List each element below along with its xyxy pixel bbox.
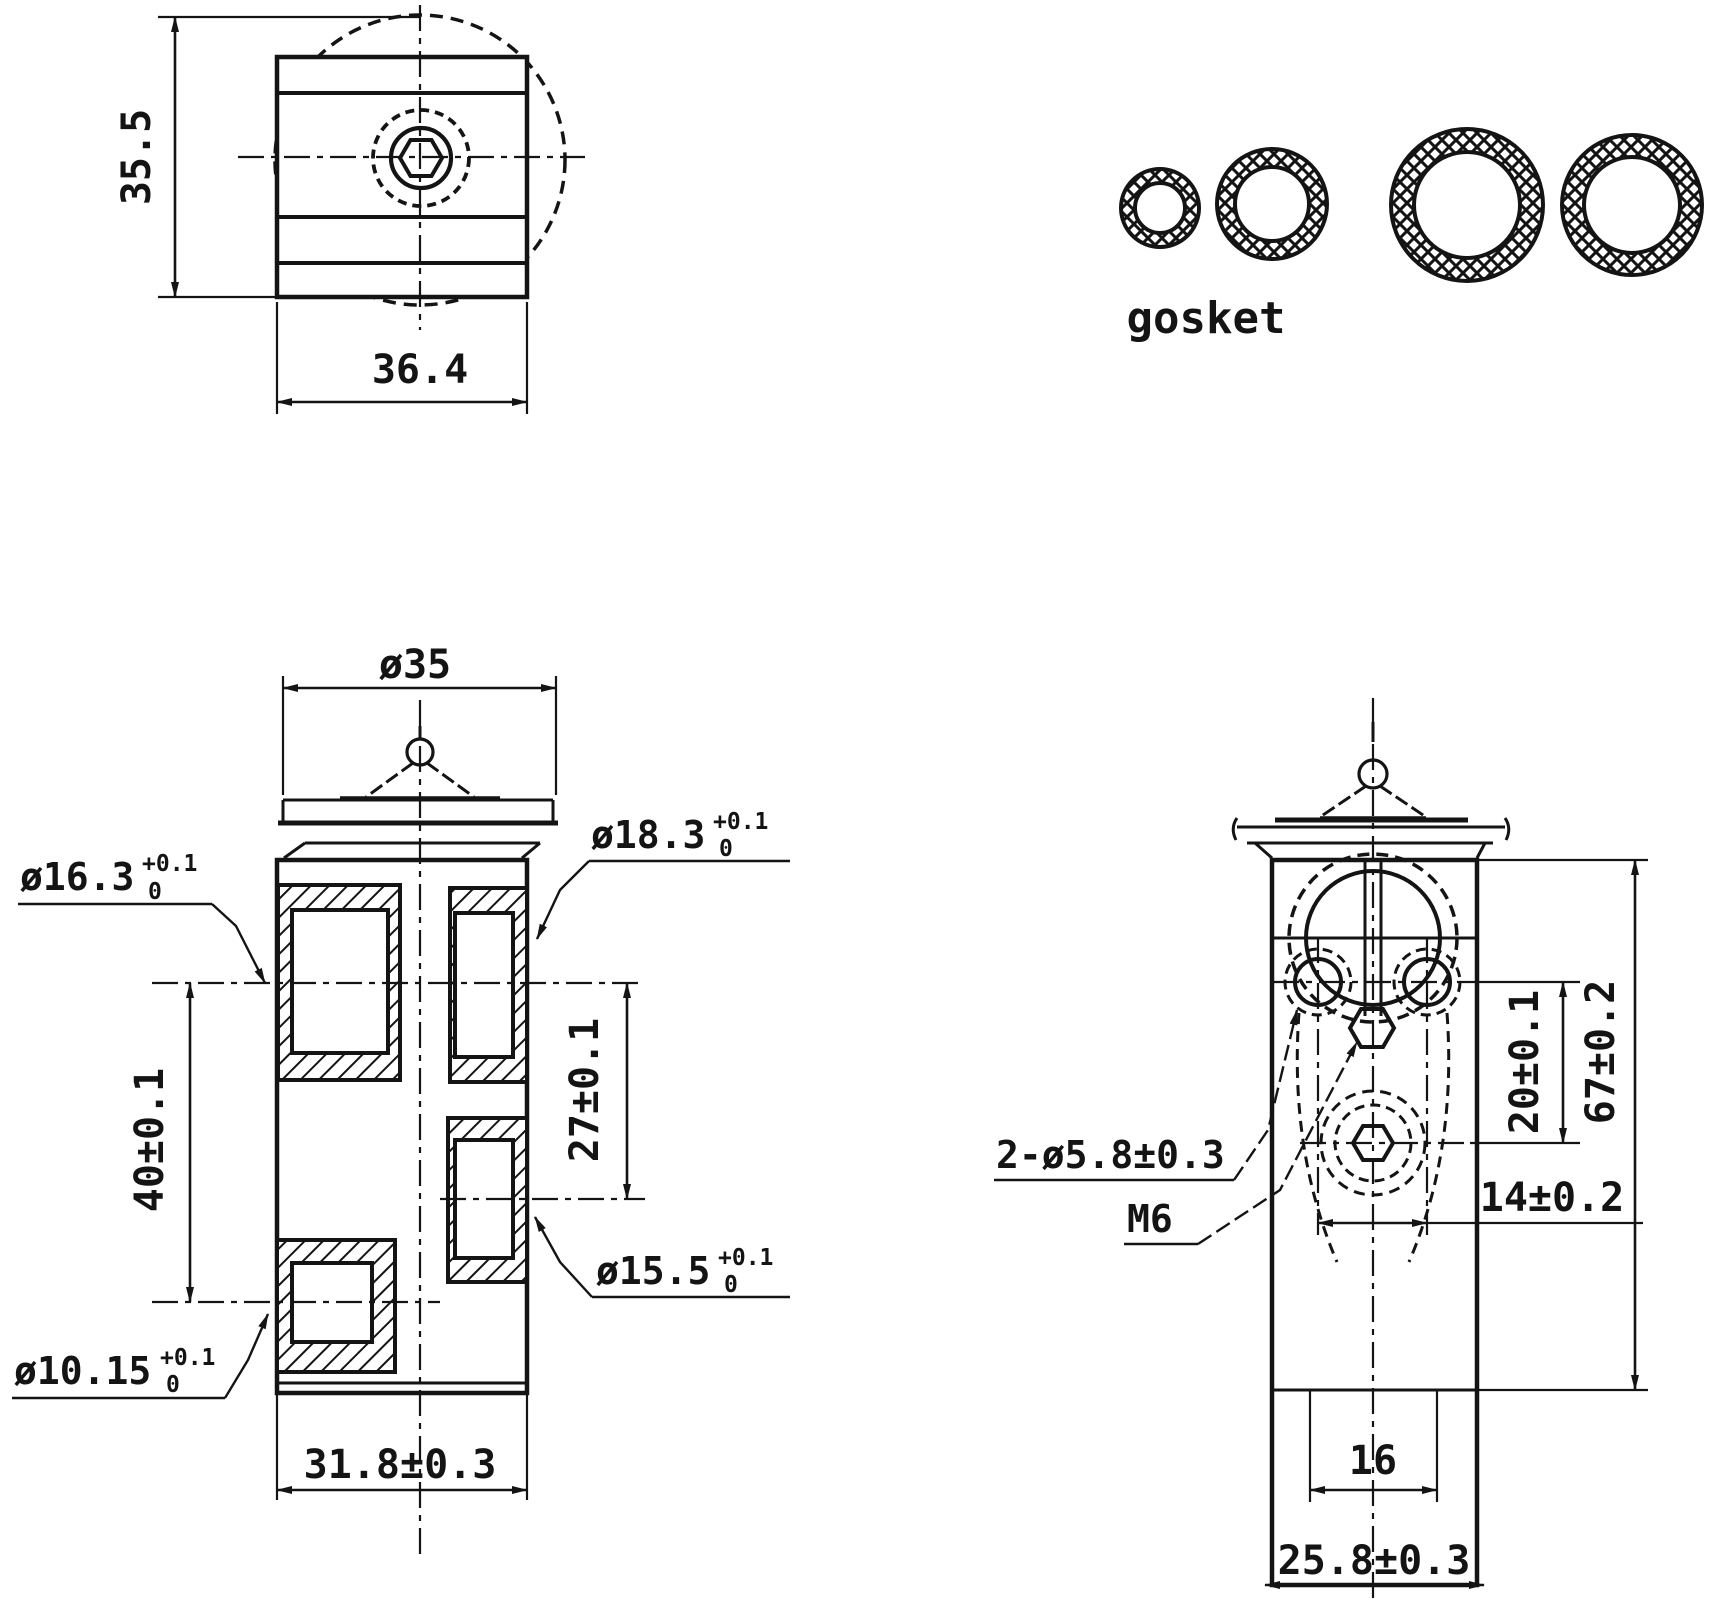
callout-d155-main: ø15.5 xyxy=(596,1249,710,1293)
dim-67-text: 67±0.2 xyxy=(1578,980,1624,1125)
callout-d183-main: ø18.3 xyxy=(591,813,705,857)
dim-35-5-text: 35.5 xyxy=(114,109,160,205)
callout-d1015-plus: +0.1 xyxy=(160,1345,215,1371)
callout-d155: ø15.5 +0.1 0 xyxy=(596,1245,773,1298)
callout-d1015-minus: 0 xyxy=(166,1372,180,1398)
dim-31-8-text: 31.8±0.3 xyxy=(304,1442,497,1488)
dim-16-text: 16 xyxy=(1349,1438,1397,1484)
dim-27-text: 27±0.1 xyxy=(562,1018,608,1163)
top-body-outline xyxy=(274,54,530,300)
dim-35-5-label: 35.5 xyxy=(114,109,160,205)
dim-14-text: 14±0.2 xyxy=(1480,1175,1625,1221)
callout-d155-minus: 0 xyxy=(724,1272,738,1298)
flange-lip-bevel xyxy=(1254,841,1487,860)
callout-d183-plus: +0.1 xyxy=(713,809,768,835)
dim-20-text: 20±0.1 xyxy=(1502,990,1548,1135)
dim-40-text: 40±0.1 xyxy=(127,1068,173,1213)
callout-holes-text: 2-ø5.8±0.3 xyxy=(996,1133,1225,1177)
port-lower-left xyxy=(275,1238,397,1374)
gasket-label: gosket xyxy=(1127,293,1286,344)
leader-d183 xyxy=(535,860,590,940)
callout-m6-text: M6 xyxy=(1127,1197,1173,1241)
front-view xyxy=(12,676,790,1556)
dim-35-5 xyxy=(158,15,420,299)
dim-27-label: 27±0.1 xyxy=(562,1018,608,1163)
dim-20 xyxy=(1470,980,1580,1145)
port-upper-right xyxy=(448,886,529,1084)
flange-curl xyxy=(1231,817,1511,841)
dim-20-label: 20±0.1 xyxy=(1502,990,1548,1135)
dim-31-8 xyxy=(275,1393,529,1500)
callout-d163-plus: +0.1 xyxy=(142,851,197,877)
dim-d35 xyxy=(281,676,558,795)
dim-25-8-text: 25.8±0.3 xyxy=(1278,1538,1471,1584)
callout-d183: ø18.3 +0.1 0 xyxy=(591,809,768,862)
callout-d155-plus: +0.1 xyxy=(718,1245,773,1271)
funnel-hidden-right xyxy=(1407,1012,1451,1263)
dim-36-4-text: 36.4 xyxy=(372,347,468,393)
callout-d1015-main: ø10.15 xyxy=(14,1349,151,1393)
callout-d1015: ø10.15 +0.1 0 xyxy=(14,1345,215,1398)
callout-d163-minus: 0 xyxy=(148,879,162,905)
leader-holes xyxy=(1233,1009,1299,1181)
dim-40-label: 40±0.1 xyxy=(127,1068,173,1213)
callout-d183-minus: 0 xyxy=(719,836,733,862)
flange-lip-bevel xyxy=(283,841,541,860)
m6-hex xyxy=(1347,1007,1397,1049)
leader-d1015 xyxy=(223,1313,270,1399)
spring-cone xyxy=(1319,784,1427,819)
callout-d163: ø16.3 +0.1 0 xyxy=(20,851,197,905)
leader-m6 xyxy=(1197,1041,1359,1246)
leader-d163 xyxy=(211,903,267,984)
callout-d163-main: ø16.3 xyxy=(20,855,134,899)
dim-d35-text: ø35 xyxy=(379,642,451,688)
dim-36-4 xyxy=(275,302,529,414)
top-view xyxy=(158,5,585,414)
side-view xyxy=(994,698,1648,1598)
gasket-set xyxy=(1119,127,1704,283)
leader-d155 xyxy=(533,1216,593,1298)
spring-cone xyxy=(365,761,475,799)
dim-67-label: 67±0.2 xyxy=(1578,980,1624,1125)
